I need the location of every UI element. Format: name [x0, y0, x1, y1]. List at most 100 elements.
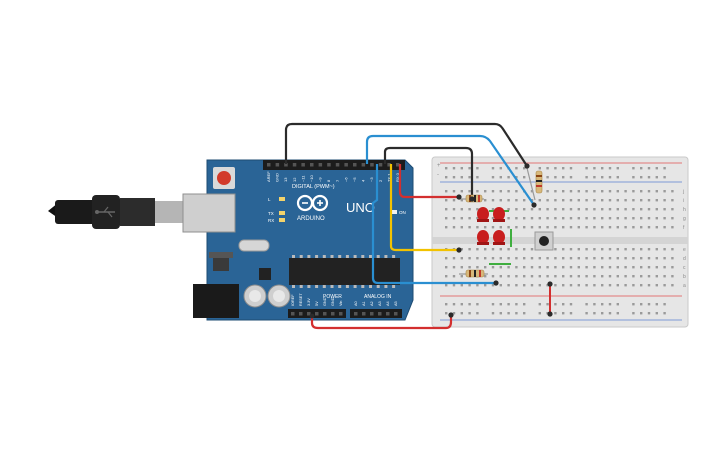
power-jack[interactable] — [193, 284, 239, 318]
hole — [554, 248, 557, 251]
header-pin[interactable] — [335, 163, 340, 167]
chip-pin — [361, 285, 365, 288]
hole — [491, 208, 495, 211]
wire-yellow — [389, 164, 459, 252]
hole — [608, 312, 612, 315]
header-pin[interactable] — [396, 163, 400, 167]
pushbutton[interactable] — [534, 231, 554, 251]
hole — [460, 303, 463, 306]
pin-label: ~10 — [309, 174, 314, 182]
hole — [601, 208, 604, 211]
header-pin[interactable] — [370, 163, 374, 167]
hole — [608, 248, 612, 251]
hole — [476, 217, 479, 220]
resistor-1[interactable] — [526, 167, 543, 201]
power-pin[interactable] — [291, 312, 295, 316]
hole — [499, 176, 502, 179]
hole — [515, 226, 518, 229]
hole — [624, 266, 627, 269]
header-pin[interactable] — [344, 163, 348, 167]
hole — [562, 208, 565, 211]
header-pin[interactable] — [353, 163, 357, 167]
power-pin[interactable] — [299, 312, 303, 316]
header-pin[interactable] — [378, 163, 383, 167]
hole — [601, 190, 604, 193]
hole — [593, 257, 596, 260]
power-pin[interactable] — [307, 312, 311, 316]
hole — [445, 226, 448, 229]
digital-header — [263, 160, 405, 170]
hole — [671, 275, 674, 278]
hole — [460, 190, 463, 193]
led-2[interactable] — [493, 207, 505, 222]
power-pin[interactable] — [315, 312, 319, 316]
hole — [530, 284, 534, 287]
led-1[interactable] — [477, 207, 489, 222]
analog-pin[interactable] — [394, 312, 398, 316]
hole — [647, 275, 651, 278]
header-pin[interactable] — [387, 163, 391, 167]
power-pin[interactable] — [339, 312, 343, 316]
hole — [601, 176, 604, 179]
analog-pin[interactable] — [354, 312, 358, 316]
hole — [655, 248, 658, 251]
resistor-3[interactable] — [459, 269, 488, 278]
hole — [499, 226, 502, 229]
hole — [491, 284, 495, 287]
hole — [460, 257, 463, 260]
hole — [554, 208, 557, 211]
analog-pin[interactable] — [370, 312, 374, 316]
hole — [491, 257, 495, 260]
hole — [671, 266, 674, 269]
header-pin[interactable] — [292, 163, 297, 167]
header-pin[interactable] — [301, 163, 305, 167]
hole — [445, 284, 448, 287]
analog-pin[interactable] — [386, 312, 390, 316]
l-led-label: L — [268, 197, 271, 202]
header-pin[interactable] — [267, 163, 271, 167]
header-pin[interactable] — [327, 163, 331, 167]
hole — [445, 303, 448, 306]
header-pin[interactable] — [361, 163, 366, 167]
pin-label: 5V — [315, 301, 319, 306]
led-3[interactable] — [477, 230, 489, 245]
power-pin[interactable] — [331, 312, 335, 316]
hole — [507, 312, 510, 315]
header-pin[interactable] — [275, 163, 280, 167]
power-pin[interactable] — [323, 312, 327, 316]
hole — [546, 266, 549, 269]
hole — [632, 257, 635, 260]
hole — [546, 167, 549, 170]
hole — [655, 208, 658, 211]
hole — [655, 275, 658, 278]
hole — [507, 176, 510, 179]
hole — [671, 257, 674, 260]
hole — [608, 275, 612, 278]
hole — [546, 303, 549, 306]
hole — [577, 257, 580, 260]
header-pin[interactable] — [318, 163, 323, 167]
hole — [616, 248, 619, 251]
hole — [655, 190, 658, 193]
hole — [601, 199, 604, 202]
hole — [562, 226, 565, 229]
hole — [608, 226, 612, 229]
hole — [608, 167, 612, 170]
reset-button[interactable] — [213, 167, 235, 189]
analog-pin[interactable] — [378, 312, 382, 316]
analog-pin[interactable] — [362, 312, 366, 316]
hole — [445, 199, 448, 202]
row-letter: i — [683, 198, 684, 204]
header-pin[interactable] — [310, 163, 314, 167]
header-pin[interactable] — [284, 163, 288, 167]
hole — [608, 284, 612, 287]
hole — [562, 167, 565, 170]
hole — [546, 208, 549, 211]
led-4[interactable] — [493, 230, 505, 245]
hole — [632, 167, 635, 170]
hole — [577, 199, 580, 202]
hole — [608, 190, 612, 193]
